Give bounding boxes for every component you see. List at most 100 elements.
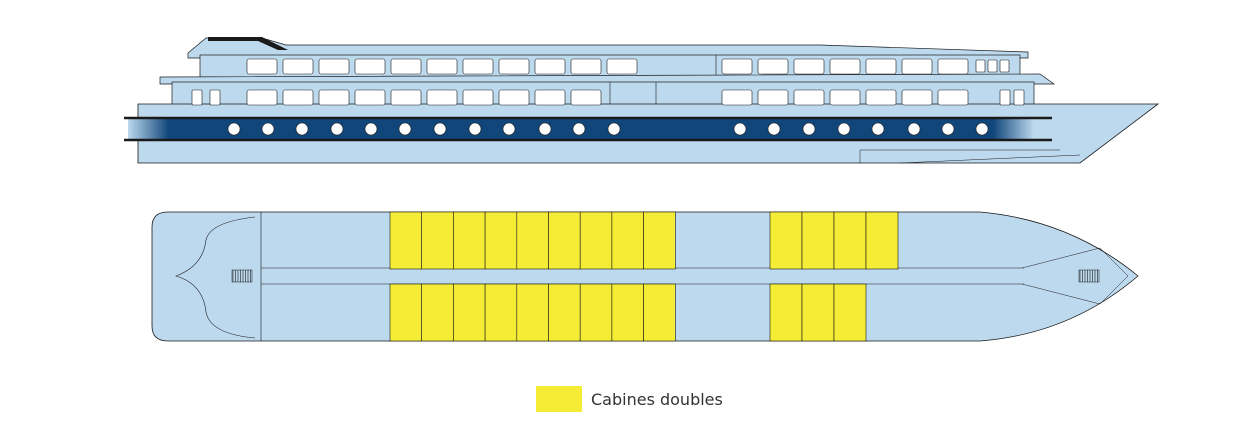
porthole <box>364 122 378 136</box>
upper-overhang <box>159 73 1056 85</box>
window <box>282 58 314 75</box>
porthole <box>261 122 275 136</box>
window <box>318 58 350 75</box>
window <box>426 58 458 75</box>
window <box>246 58 278 75</box>
middle-deck-windows <box>191 89 1025 106</box>
window <box>721 89 753 106</box>
double-cabin <box>484 211 518 270</box>
porthole <box>330 122 344 136</box>
double-cabin <box>833 283 867 342</box>
window <box>999 59 1010 73</box>
double-cabin <box>769 211 803 270</box>
double-cabin <box>833 211 867 270</box>
window <box>462 58 494 75</box>
porthole <box>975 122 989 136</box>
stair-frame <box>1078 269 1100 283</box>
porthole <box>907 122 921 136</box>
window <box>829 89 861 106</box>
window <box>534 89 566 106</box>
window <box>901 58 933 75</box>
window <box>829 58 861 75</box>
double-cabin <box>484 283 518 342</box>
double-cabin <box>579 283 613 342</box>
window <box>975 59 986 73</box>
porthole <box>572 122 586 136</box>
double-cabin <box>801 283 835 342</box>
window <box>999 89 1011 106</box>
legend-swatch-double-cabin <box>536 386 582 412</box>
double-cabin <box>801 211 835 270</box>
porthole <box>295 122 309 136</box>
double-cabin <box>516 211 549 270</box>
porthole <box>802 122 816 136</box>
double-cabin <box>389 283 423 342</box>
porthole <box>607 122 621 136</box>
window <box>191 89 203 106</box>
ship-deck-plan <box>151 211 1139 342</box>
window <box>354 89 386 106</box>
porthole <box>941 122 955 136</box>
window <box>570 58 602 75</box>
window <box>282 89 314 106</box>
window <box>901 89 933 106</box>
window <box>498 89 530 106</box>
double-cabins <box>389 211 899 342</box>
funnel-stripe <box>208 37 288 50</box>
window <box>246 89 278 106</box>
double-cabin <box>389 211 423 270</box>
double-cabin <box>579 211 613 270</box>
window <box>209 89 221 106</box>
stern-stairs <box>231 269 253 283</box>
porthole <box>227 122 241 136</box>
double-cabin <box>611 283 644 342</box>
double-cabin <box>611 211 644 270</box>
window <box>937 89 969 106</box>
porthole <box>837 122 851 136</box>
window <box>390 89 422 106</box>
window <box>426 89 458 106</box>
window <box>937 58 969 75</box>
porthole <box>538 122 552 136</box>
porthole <box>468 122 482 136</box>
window <box>865 58 897 75</box>
double-cabin <box>421 211 454 270</box>
window <box>570 89 602 106</box>
double-cabin <box>516 283 549 342</box>
window <box>354 58 386 75</box>
ship-side-view <box>124 37 1160 164</box>
window <box>793 58 825 75</box>
legend-label: Cabines doubles <box>591 389 723 409</box>
window <box>606 58 638 75</box>
window <box>498 58 530 75</box>
porthole <box>502 122 516 136</box>
portholes <box>227 122 989 136</box>
double-cabin <box>453 283 486 342</box>
window <box>534 58 566 75</box>
window <box>462 89 494 106</box>
double-cabin <box>643 283 676 342</box>
porthole <box>433 122 447 136</box>
porthole <box>398 122 412 136</box>
porthole <box>767 122 781 136</box>
stair-frame <box>231 269 253 283</box>
window <box>318 89 350 106</box>
window <box>757 89 789 106</box>
window <box>865 89 897 106</box>
upper-deck-windows <box>246 58 1010 75</box>
porthole <box>733 122 747 136</box>
double-cabin <box>453 211 486 270</box>
window <box>390 58 422 75</box>
window <box>987 59 998 73</box>
window <box>721 58 753 75</box>
double-cabin <box>421 283 454 342</box>
window <box>793 89 825 106</box>
window <box>757 58 789 75</box>
porthole <box>871 122 885 136</box>
bow-stairs <box>1078 269 1100 283</box>
double-cabin <box>548 211 581 270</box>
double-cabin <box>769 283 803 342</box>
stern-line <box>175 216 256 339</box>
double-cabin <box>865 211 899 270</box>
